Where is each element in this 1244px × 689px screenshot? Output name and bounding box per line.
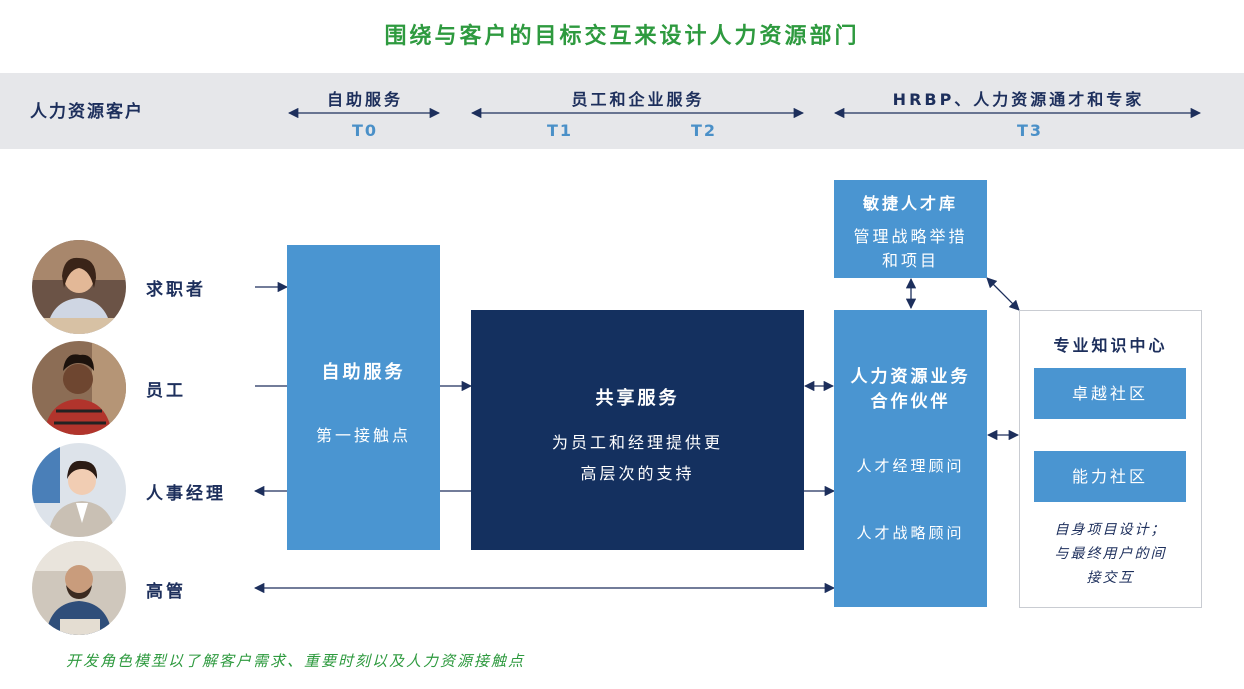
expertise-note-1: 自身项目设计； [1054, 522, 1167, 538]
customer-label-employee: 员工 [146, 381, 186, 401]
shared-services-desc-1: 为员工和经理提供更 [551, 433, 723, 452]
pool-expertise-arrow [986, 277, 1020, 311]
page-title: 围绕与客户的目标交互来设计人力资源部门 [384, 24, 860, 49]
talent-pool-line-2: 和项目 [881, 251, 939, 270]
footer-note: 开发角色模型以了解客户需求、重要时刻以及人力资源接触点 [66, 652, 526, 670]
shared-services-title: 共享服务 [595, 388, 680, 409]
hrbp-title-1: 人力资源业务 [850, 367, 971, 387]
hrbp-box: 人力资源业务 合作伙伴 人才经理顾问 人才战略顾问 [834, 310, 987, 607]
expertise-note-3: 接交互 [1086, 570, 1135, 586]
tier-code-t3: T3 [1016, 121, 1044, 140]
customer-label-job-seeker: 求职者 [146, 280, 206, 300]
self-service-box: 自助服务 第一接触点 [287, 245, 440, 550]
tier-hrbp-name: HRBP、人力资源通才和专家 [892, 90, 1145, 109]
community-excellence-box: 卓越社区 [1034, 368, 1186, 419]
tier-code-t2: T2 [690, 121, 718, 140]
tier-self-service-name: 自助服务 [326, 90, 403, 109]
band-label: 人力资源客户 [30, 102, 144, 122]
hrbp-item-1: 人才经理顾问 [856, 457, 965, 475]
shared-services-box: 共享服务 为员工和经理提供更 高层次的支持 [471, 310, 804, 550]
tier-code-t0: T0 [351, 121, 379, 140]
talent-pool-box: 敏捷人才库 管理战略举措 和项目 [834, 180, 987, 278]
shared-services-desc-2: 高层次的支持 [580, 464, 695, 483]
customer-label-hr-manager: 人事经理 [146, 484, 226, 504]
executive-avatar [32, 541, 126, 635]
hrbp-title-2: 合作伙伴 [870, 392, 951, 412]
self-service-title: 自助服务 [321, 362, 406, 383]
hr-manager-avatar [32, 443, 126, 537]
hrbp-item-2: 人才战略顾问 [856, 524, 965, 542]
talent-pool-title: 敏捷人才库 [862, 194, 958, 213]
self-service-subtitle: 第一接触点 [315, 426, 411, 445]
expertise-note-2: 与最终用户的间 [1054, 546, 1167, 562]
tier-employee-service-name: 员工和企业服务 [571, 90, 705, 109]
customer-label-executive: 高管 [146, 582, 186, 602]
talent-pool-line-1: 管理战略举措 [853, 227, 968, 246]
employee-avatar [32, 341, 126, 435]
job-seeker-avatar [32, 240, 126, 334]
community-capability-box: 能力社区 [1034, 451, 1186, 502]
expertise-center-title: 专业知识中心 [1053, 336, 1168, 355]
tier-code-t1: T1 [546, 121, 574, 140]
expertise-center-box: 专业知识中心 卓越社区 能力社区 自身项目设计； 与最终用户的间 接交互 [1019, 310, 1202, 608]
